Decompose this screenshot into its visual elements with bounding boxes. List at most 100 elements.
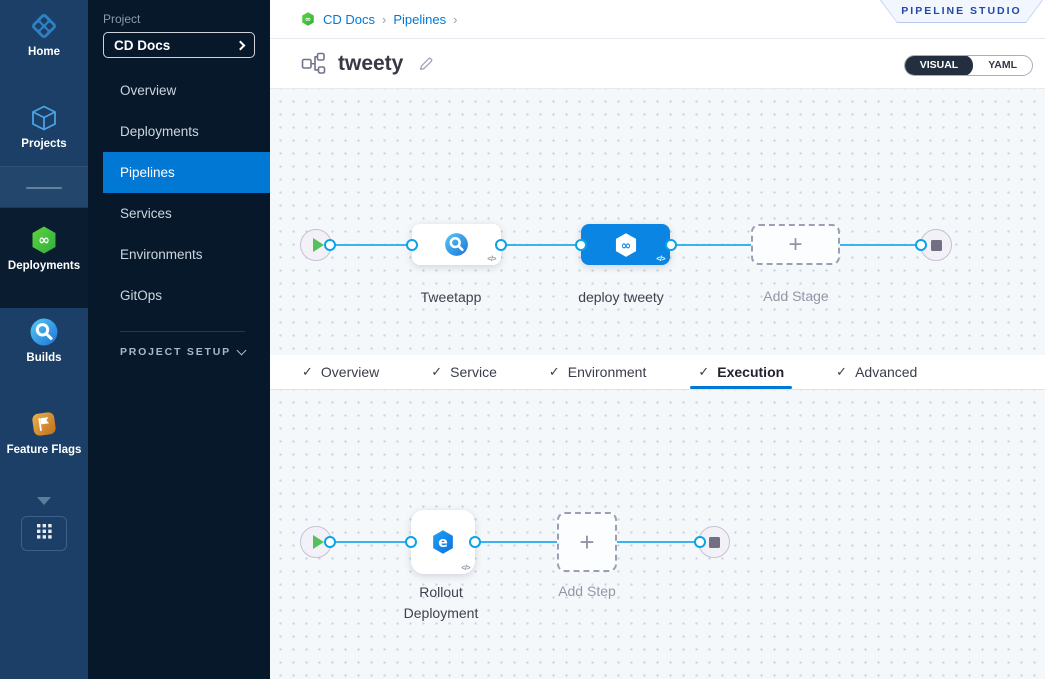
rail-item-label: Home: [28, 46, 60, 58]
sidebar-nav: Overview Deployments Pipelines Services …: [88, 70, 270, 316]
rail-item-projects[interactable]: Projects: [0, 102, 88, 151]
sidebar-item-overview[interactable]: Overview: [120, 83, 177, 98]
module-rail: Home Projects ∞ Deployments Builds Featu…: [0, 0, 88, 679]
pipeline-title: tweety: [338, 51, 404, 75]
svg-text:∞: ∞: [305, 15, 311, 24]
link-port[interactable]: [324, 239, 336, 251]
stage-node-tweetapp[interactable]: </>: [412, 224, 501, 265]
tab-environment[interactable]: ✓ Environment: [548, 364, 647, 380]
toggle-yaml[interactable]: YAML: [988, 59, 1017, 71]
project-setup-label: PROJECT SETUP: [120, 346, 231, 358]
rail-item-builds[interactable]: Builds: [0, 316, 88, 365]
rail-item-label: Projects: [21, 138, 67, 150]
check-icon: ✓: [548, 364, 560, 379]
stage-label: Tweetapp: [420, 289, 482, 305]
project-sidebar: Project CD Docs Overview Deployments Pip…: [88, 0, 270, 679]
stage-canvas[interactable]: </> ∞ </> + Tweetapp deploy tweety Add S…: [270, 89, 1045, 355]
breadcrumb-separator: ›: [382, 11, 387, 27]
add-stage-button[interactable]: +: [751, 224, 840, 265]
link-port[interactable]: [495, 239, 507, 251]
play-icon: [312, 535, 324, 549]
breadcrumb-pipelines-link[interactable]: Pipelines: [393, 11, 447, 27]
link-port[interactable]: [665, 239, 677, 251]
code-badge: </>: [461, 565, 470, 572]
pipeline-studio-badge: PIPELINE STUDIO: [880, 0, 1043, 23]
tab-overview[interactable]: ✓ Overview: [302, 364, 380, 380]
plus-icon: +: [579, 527, 595, 557]
visual-yaml-toggle[interactable]: VISUAL YAML: [903, 55, 1033, 76]
check-icon: ✓: [431, 364, 443, 379]
code-badge: </>: [487, 256, 496, 263]
tab-service[interactable]: ✓ Service: [431, 364, 497, 380]
check-icon: ✓: [698, 364, 710, 379]
stage-label: deploy tweety: [578, 289, 664, 305]
add-step-button[interactable]: +: [557, 512, 617, 572]
rail-selected-highlight: [0, 208, 88, 308]
rail-item-label: Deployments: [7, 260, 81, 272]
chevron-right-icon: [235, 40, 246, 50]
stage-node-deploy-tweety[interactable]: ∞ </>: [581, 224, 670, 265]
check-icon: ✓: [302, 364, 313, 379]
rollout-step-icon: e: [428, 527, 458, 557]
sidebar-item-services[interactable]: Services: [120, 206, 172, 221]
step-connector-line: [327, 541, 714, 543]
link-port[interactable]: [575, 239, 587, 251]
ci-stage-icon: [443, 231, 470, 258]
project-name: CD Docs: [114, 37, 171, 53]
execution-step-canvas[interactable]: e </> + Rollout Deployment Add Step: [270, 390, 1045, 679]
grid-icon: [36, 523, 52, 544]
play-icon: [312, 238, 324, 252]
link-port[interactable]: [324, 536, 336, 548]
sidebar-item-gitops[interactable]: GitOps: [120, 288, 163, 303]
sidebar-item-pipelines[interactable]: Pipelines: [103, 152, 270, 193]
tab-advanced[interactable]: ✓ Advanced: [836, 364, 918, 380]
rail-divider: [0, 166, 88, 208]
code-badge: </>: [656, 256, 665, 263]
rail-item-feature-flags[interactable]: Feature Flags: [0, 408, 88, 457]
project-selector[interactable]: CD Docs: [103, 32, 255, 58]
feature-flags-icon: [28, 408, 60, 440]
pipeline-start-node[interactable]: [300, 229, 332, 261]
step-node-rollout-deployment[interactable]: e </>: [411, 510, 475, 574]
link-port[interactable]: [405, 536, 417, 548]
breadcrumb-project-link[interactable]: CD Docs: [323, 11, 376, 27]
pipeline-studio-badge-label: PIPELINE STUDIO: [901, 5, 1022, 17]
project-setup-toggle[interactable]: PROJECT SETUP: [120, 345, 247, 358]
module-grid-button[interactable]: [21, 516, 67, 551]
svg-text:∞: ∞: [38, 233, 50, 249]
plus-icon: +: [788, 230, 803, 258]
link-port[interactable]: [406, 239, 418, 251]
step-label: Rollout Deployment: [403, 584, 479, 621]
rail-item-home[interactable]: Home: [0, 10, 88, 59]
rail-item-label: Builds: [26, 352, 62, 364]
cd-module-icon: ∞: [300, 11, 316, 27]
toggle-visual[interactable]: VISUAL: [904, 56, 974, 75]
svg-text:e: e: [438, 535, 448, 551]
tab-execution[interactable]: ✓ Execution: [690, 355, 792, 389]
rail-divider-bar: [26, 187, 62, 189]
pipeline-graph-icon: [300, 51, 326, 77]
link-port[interactable]: [694, 536, 706, 548]
cd-stage-icon: ∞: [612, 231, 640, 259]
chevron-down-icon: [236, 345, 247, 356]
link-port[interactable]: [915, 239, 927, 251]
stop-icon: [708, 536, 720, 548]
svg-text:∞: ∞: [620, 238, 630, 252]
stage-config-tabs: ✓ Overview ✓ Service ✓ Environment ✓ Exe…: [270, 355, 1045, 390]
add-step-label: Add Step: [558, 583, 616, 599]
sidebar-item-environments[interactable]: Environments: [120, 247, 203, 262]
main-area: ∞ CD Docs › Pipelines › PIPELINE STUDIO …: [270, 0, 1045, 679]
link-port[interactable]: [469, 536, 481, 548]
home-icon: [28, 10, 60, 42]
add-stage-label: Add Stage: [763, 288, 829, 304]
stop-icon: [930, 239, 942, 251]
sidebar-divider: [120, 331, 245, 332]
edit-pencil-icon[interactable]: [417, 55, 435, 73]
project-label: Project: [103, 12, 141, 26]
check-icon: ✓: [836, 364, 848, 379]
cd-hexagon-icon: ∞: [28, 224, 60, 256]
sidebar-item-deployments[interactable]: Deployments: [120, 124, 199, 139]
rail-item-deployments[interactable]: ∞ Deployments: [0, 224, 88, 273]
rail-collapse-chevron-icon[interactable]: [37, 497, 51, 505]
